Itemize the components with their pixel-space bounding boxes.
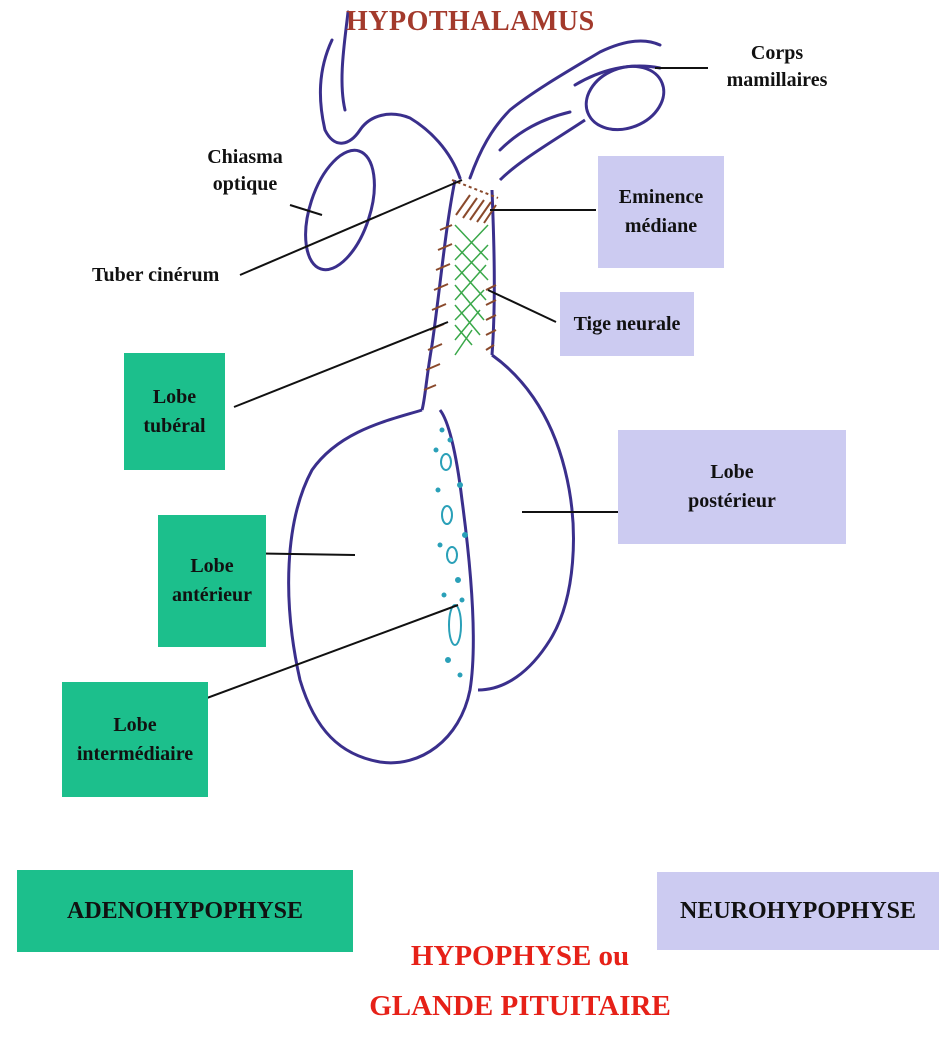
box-eminence-mediane: Eminence médiane	[598, 156, 724, 268]
box-adenohypophyse: ADENOHYPOPHYSE	[17, 870, 353, 952]
anterior-lobe-shape	[289, 410, 474, 763]
posterior-lobe-shape	[478, 355, 573, 690]
footer-title-line2: GLANDE PITUITAIRE	[340, 990, 700, 1023]
box-lobe-intermediaire: Lobe intermédiaire	[62, 682, 208, 797]
label-chiasma-optique: Chiasma optique	[195, 144, 295, 198]
footer-title-line1: HYPOPHYSE ou	[340, 940, 700, 973]
box-lobe-posterieur: Lobe postérieur	[618, 430, 846, 544]
box-lobe-anterieur: Lobe antérieur	[158, 515, 266, 647]
box-tige-neurale: Tige neurale	[560, 292, 694, 356]
neural-mesh	[455, 225, 488, 355]
label-corps-mamillaires: Corps mamillaires	[712, 40, 842, 94]
box-neurohypophyse: NEUROHYPOPHYSE	[657, 872, 939, 950]
hypothalamus-title: HYPOTHALAMUS	[346, 6, 595, 38]
intermediate-cells	[435, 429, 468, 677]
label-tuber-cinerum: Tuber cinérum	[92, 262, 242, 289]
box-lobe-tuberal: Lobe tubéral	[124, 353, 225, 470]
